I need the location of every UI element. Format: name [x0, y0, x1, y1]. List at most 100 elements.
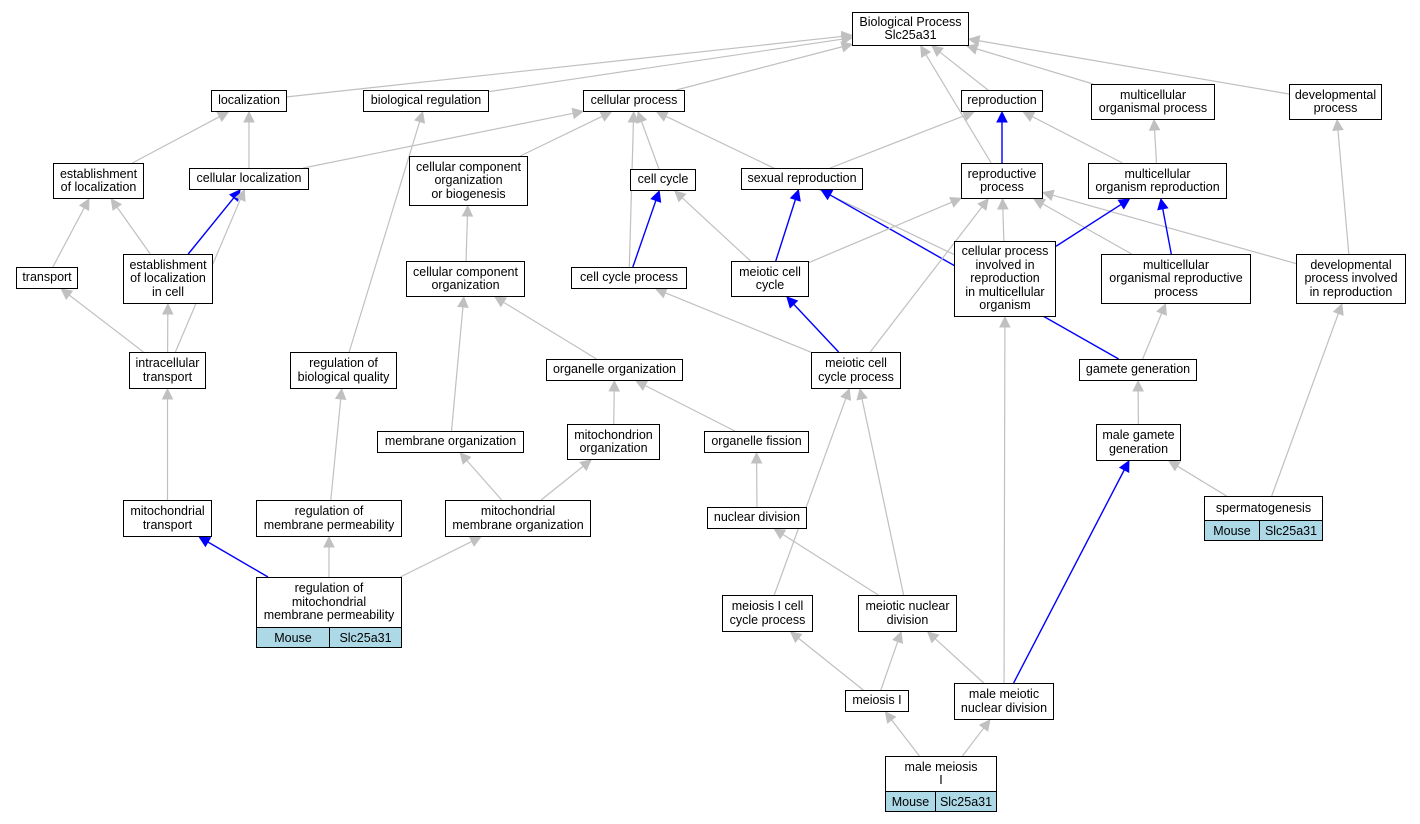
node-male-meiosis-i[interactable]: male meiosis I: [885, 756, 997, 792]
edge-dpir-to-reproproc: [1052, 194, 1297, 265]
gene-tag-male-meiosis-i: Slc25a31: [935, 791, 997, 812]
node-spermatogenesis[interactable]: spermatogenesis: [1204, 496, 1323, 521]
node-nuclear-division[interactable]: nuclear division: [707, 507, 807, 529]
edge-arrowhead-regmmp-to-regmp: [323, 535, 335, 548]
edge-reproproc-to-bp: [925, 54, 992, 164]
node-male-meiotic-nuclear-division[interactable]: male meiotic nuclear division: [954, 683, 1054, 720]
edge-arrowhead-devproc-to-bp: [967, 35, 981, 47]
node-developmental-process[interactable]: developmental process: [1289, 84, 1382, 120]
edge-arrowhead-regmp-to-regbq: [334, 387, 347, 401]
edge-morp-to-mcorgrep: [1162, 208, 1172, 255]
node-meiosis-i[interactable]: meiosis I: [845, 690, 909, 712]
node-meiosis-i-cell-cycle-process[interactable]: meiosis I cell cycle process: [722, 595, 813, 632]
edge-estloc-to-loc: [132, 116, 220, 164]
node-membrane-organization[interactable]: membrane organization: [377, 431, 524, 453]
node-cellular-component-organization-or-biogenesis[interactable]: cellular component organization or bioge…: [409, 156, 528, 206]
node-cellular-component-organization[interactable]: cellular component organization: [406, 261, 525, 297]
node-meiotic-cell-cycle[interactable]: meiotic cell cycle: [731, 261, 809, 297]
node-intracellular-transport[interactable]: intracellular transport: [129, 352, 206, 389]
edge-gamgen-to-morp: [1142, 312, 1163, 360]
organism-tag-spermatogenesis: Mouse: [1204, 520, 1260, 541]
node-sexual-reproduction[interactable]: sexual reproduction: [741, 168, 863, 190]
edge-orgorg-to-cco: [503, 301, 597, 360]
node-gamete-generation[interactable]: gamete generation: [1079, 359, 1197, 381]
edge-arrowhead-mcc-to-reproproc: [949, 197, 963, 208]
edge-arrowhead-cellcycle-to-cellproc: [636, 110, 648, 124]
edge-mcorgrep-to-repro: [1031, 116, 1123, 164]
edge-regmmp-to-mitotrans: [207, 541, 269, 578]
edge-mmo-to-mitoorg: [540, 465, 584, 501]
edge-arrowhead-transport-to-estloc: [78, 198, 90, 211]
node-establishment-of-localization[interactable]: establishment of localization: [53, 163, 144, 199]
node-mitochondrial-membrane-organization[interactable]: mitochondrial membrane organization: [445, 500, 591, 537]
edge-arrowhead-estloccell-to-estloc: [110, 198, 123, 211]
edge-arrowhead-ccob-to-cellproc: [599, 111, 613, 122]
edge-arrowhead-intratrans-to-estloccell: [161, 302, 174, 315]
node-multicellular-organismal-reproductive-process[interactable]: multicellular organismal reproductive pr…: [1101, 254, 1251, 304]
edge-regbq-to-bioreg: [348, 121, 421, 353]
edge-cellloc-to-cellproc: [303, 112, 574, 169]
edge-regmp-to-regbq: [330, 398, 342, 501]
node-mitochondrial-transport[interactable]: mitochondrial transport: [123, 500, 212, 537]
edge-arrowhead-cellloc-to-loc: [243, 110, 255, 123]
edge-arrowhead-mgg-to-gamgen: [1132, 379, 1144, 392]
node-organelle-fission[interactable]: organelle fission: [704, 431, 809, 453]
node-establishment-of-localization-in-cell[interactable]: establishment of localization in cell: [123, 254, 213, 304]
node-meiotic-cell-cycle-process[interactable]: meiotic cell cycle process: [811, 352, 901, 389]
edge-mcc-to-sexrepro: [775, 199, 797, 262]
node-meiotic-nuclear-division[interactable]: meiotic nuclear division: [858, 595, 957, 632]
edge-arrowhead-morp-to-reproproc: [1032, 198, 1046, 210]
edge-mcop-to-bp: [976, 48, 1094, 85]
node-mitochondrion-organization[interactable]: mitochondrion organization: [567, 424, 660, 460]
node-regulation-of-biological-quality[interactable]: regulation of biological quality: [290, 352, 397, 389]
node-cell-cycle[interactable]: cell cycle: [630, 169, 696, 191]
gene-tag-spermatogenesis: Slc25a31: [1259, 520, 1323, 541]
node-reproduction[interactable]: reproduction: [961, 90, 1043, 112]
edge-arrowhead-reproproc-to-bp: [920, 45, 932, 58]
node-developmental-process-involved-in-reproduction[interactable]: developmental process involved in reprod…: [1296, 254, 1406, 304]
edge-arrowhead-spermgen-to-mgg: [1167, 460, 1181, 472]
edge-mmnd-to-meind: [934, 638, 985, 684]
edge-arrowhead-cpirmo-to-cellproc: [655, 111, 669, 122]
node-cellular-process-involved-in-reproduction[interactable]: cellular process involved in reproductio…: [954, 241, 1056, 317]
edge-regmmp-to-mmo: [400, 540, 473, 578]
node-biological-process[interactable]: Biological Process Slc25a31: [852, 12, 969, 46]
edge-arrowhead-intratrans-to-cellloc: [234, 188, 246, 202]
node-multicellular-organismal-process[interactable]: multicellular organismal process: [1091, 84, 1215, 120]
edge-arrowhead-cco-to-ccob: [461, 204, 474, 217]
edge-sexrepro-to-repro: [829, 115, 965, 169]
edge-mmI-to-mmnd: [961, 727, 985, 757]
edge-arrowhead-mcc-to-cellcycle: [674, 190, 687, 203]
edge-arrowhead-memorg-to-cco: [457, 295, 469, 308]
edge-arrowhead-spermgen-to-dpir: [1332, 302, 1344, 316]
node-reproductive-process[interactable]: reproductive process: [961, 163, 1043, 199]
edge-meind-to-nucdiv: [782, 533, 879, 596]
edge-arrowhead-intratrans-to-transport: [60, 288, 74, 301]
edge-cellcycle-to-cellproc: [640, 121, 660, 170]
edge-arrowhead-cellproc-to-bp: [840, 41, 854, 53]
edge-arrowhead-gamgen-to-sexrepro: [820, 189, 834, 201]
edge-ccob-to-cellproc: [519, 115, 603, 157]
edge-meiIccp-to-mccp: [773, 398, 847, 596]
node-transport[interactable]: transport: [16, 267, 78, 289]
edge-ccp-to-cellcycle: [632, 200, 657, 268]
edge-meiosisI-to-meind: [880, 641, 899, 691]
node-biological-regulation[interactable]: biological regulation: [363, 90, 489, 112]
edge-arrowhead-cellloc-to-cellproc: [571, 107, 585, 120]
node-regulation-of-membrane-permeability[interactable]: regulation of membrane permeability: [256, 500, 402, 537]
edge-spermgen-to-dpir: [1271, 313, 1339, 497]
node-multicellular-organism-reproduction[interactable]: multicellular organism reproduction: [1088, 163, 1227, 199]
edge-arrowhead-mcorgrep-to-repro: [1022, 111, 1036, 122]
node-cellular-process[interactable]: cellular process: [583, 90, 685, 112]
node-regulation-of-mitochondrial-membrane-permeability[interactable]: regulation of mitochondrial membrane per…: [256, 577, 402, 628]
edge-arrowhead-meind-to-nucdiv: [773, 528, 787, 540]
node-localization[interactable]: localization: [211, 90, 287, 112]
edge-arrowhead-mcop-to-bp: [965, 43, 979, 55]
edge-mccp-to-mcc: [793, 303, 840, 353]
node-organelle-organization[interactable]: organelle organization: [546, 359, 683, 381]
node-male-gamete-generation[interactable]: male gamete generation: [1096, 424, 1181, 461]
edge-cpirmo-to-mcorgrep: [1055, 203, 1122, 247]
node-cellular-localization[interactable]: cellular localization: [189, 168, 309, 190]
edge-arrowhead-estloc-to-loc: [216, 111, 230, 123]
node-cell-cycle-process[interactable]: cell cycle process: [571, 267, 687, 289]
